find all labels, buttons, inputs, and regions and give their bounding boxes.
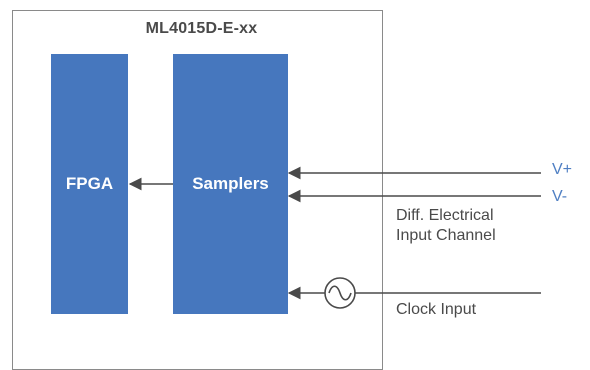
samplers-block: Samplers <box>173 54 288 314</box>
module-title: ML4015D-E-xx <box>145 20 258 37</box>
diff-input-label-line-2: Input Channel <box>396 227 496 244</box>
diagram-canvas: ML4015D-E-xx FPGA Samplers V+ V- Diff. E… <box>12 10 573 370</box>
connection-lines <box>128 166 541 309</box>
clock-input-label: Clock Input <box>396 301 477 318</box>
v-plus-label: V+ <box>552 161 573 178</box>
diff-input-label-line-1: Diff. Electrical <box>396 207 494 224</box>
fpga-block: FPGA <box>51 54 128 314</box>
fpga-label: FPGA <box>65 174 114 193</box>
diff-input-label: Diff. Electrical Input Channel <box>396 206 496 246</box>
v-minus-label: V- <box>552 188 568 205</box>
sine-wave-source-icon <box>324 277 356 309</box>
samplers-label: Samplers <box>192 174 269 193</box>
